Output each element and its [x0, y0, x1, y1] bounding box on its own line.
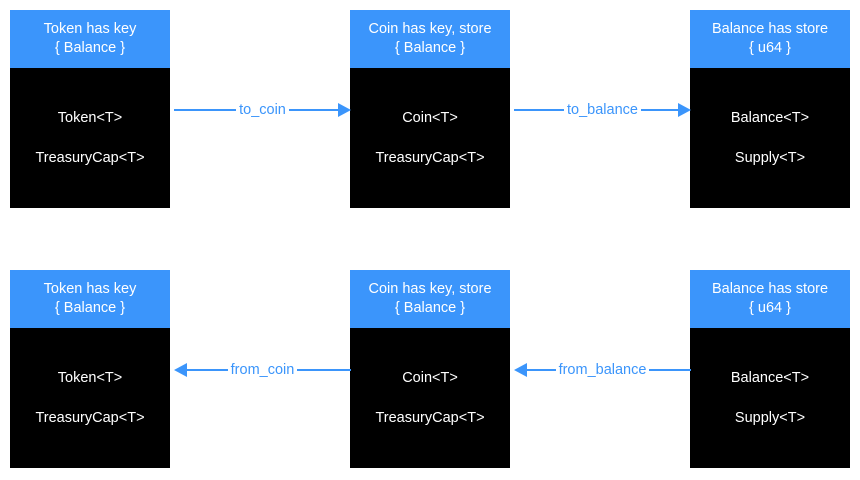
arrow-right-icon	[174, 103, 351, 117]
node-coin-bottom[interactable]: Coin has key, store { Balance } Coin<T> …	[350, 270, 510, 468]
edge-from-balance[interactable]: from_balance	[514, 358, 691, 382]
edge-from-coin[interactable]: from_coin	[174, 358, 351, 382]
node-token-top[interactable]: Token has key { Balance } Token<T> Treas…	[10, 10, 170, 208]
node-body: Token<T> TreasuryCap<T>	[10, 68, 170, 208]
node-body-line-2: Supply<T>	[734, 409, 806, 426]
node-header: Balance has store { u64 }	[690, 270, 850, 328]
edge-to-coin[interactable]: to_coin	[174, 98, 351, 122]
node-header-line-2: { Balance }	[394, 300, 466, 316]
node-header-line-1: Balance has store	[711, 21, 829, 37]
node-header: Balance has store { u64 }	[690, 10, 850, 68]
edge-to-balance[interactable]: to_balance	[514, 98, 691, 122]
node-balance-bottom[interactable]: Balance has store { u64 } Balance<T> Sup…	[690, 270, 850, 468]
node-body: Coin<T> TreasuryCap<T>	[350, 328, 510, 468]
node-header: Token has key { Balance }	[10, 10, 170, 68]
node-body-line-1: Token<T>	[57, 109, 123, 126]
node-token-bottom[interactable]: Token has key { Balance } Token<T> Treas…	[10, 270, 170, 468]
node-header-line-1: Coin has key, store	[368, 21, 492, 37]
node-body-line-2: TreasuryCap<T>	[375, 409, 485, 426]
node-body-line-2: Supply<T>	[734, 149, 806, 166]
node-header-line-1: Coin has key, store	[368, 281, 492, 297]
node-header: Coin has key, store { Balance }	[350, 10, 510, 68]
node-header-line-2: { Balance }	[54, 300, 126, 316]
node-body-line-1: Balance<T>	[730, 369, 810, 386]
node-body-line-1: Coin<T>	[402, 369, 458, 386]
node-body: Token<T> TreasuryCap<T>	[10, 328, 170, 468]
node-header-line-1: Token has key	[43, 21, 137, 37]
node-balance-top[interactable]: Balance has store { u64 } Balance<T> Sup…	[690, 10, 850, 208]
node-header: Coin has key, store { Balance }	[350, 270, 510, 328]
node-header-line-2: { Balance }	[54, 40, 126, 56]
node-header-line-2: { u64 }	[749, 40, 791, 56]
node-header-line-2: { Balance }	[394, 40, 466, 56]
node-body-line-2: TreasuryCap<T>	[375, 149, 485, 166]
node-body-line-1: Coin<T>	[402, 109, 458, 126]
node-header-line-1: Token has key	[43, 281, 137, 297]
node-body-line-2: TreasuryCap<T>	[35, 149, 145, 166]
node-body-line-1: Token<T>	[57, 369, 123, 386]
arrow-right-icon	[514, 103, 691, 117]
arrow-left-icon	[174, 363, 351, 377]
node-coin-top[interactable]: Coin has key, store { Balance } Coin<T> …	[350, 10, 510, 208]
node-header-line-1: Balance has store	[711, 281, 829, 297]
node-body-line-2: TreasuryCap<T>	[35, 409, 145, 426]
arrow-left-icon	[514, 363, 691, 377]
node-body: Balance<T> Supply<T>	[690, 328, 850, 468]
node-header-line-2: { u64 }	[749, 300, 791, 316]
node-body: Coin<T> TreasuryCap<T>	[350, 68, 510, 208]
node-header: Token has key { Balance }	[10, 270, 170, 328]
node-body: Balance<T> Supply<T>	[690, 68, 850, 208]
node-body-line-1: Balance<T>	[730, 109, 810, 126]
